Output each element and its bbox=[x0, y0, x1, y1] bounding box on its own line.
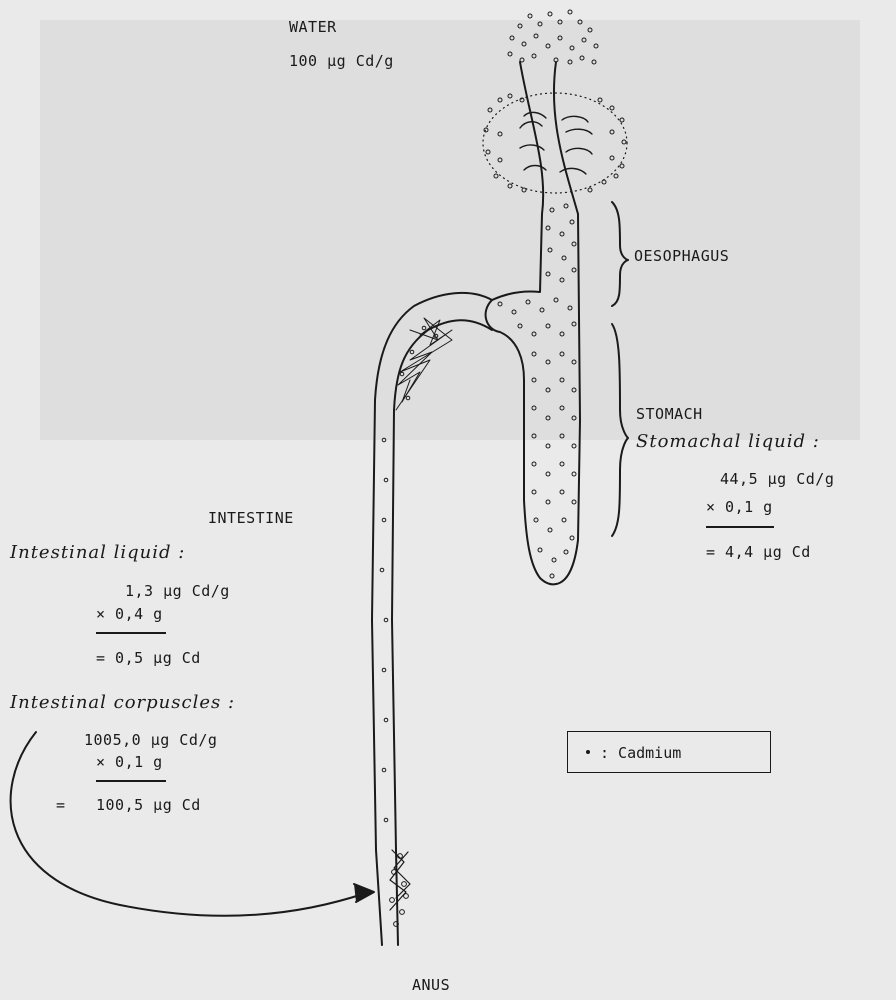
cadmium-dot-icon bbox=[586, 750, 590, 754]
corpuscles-arrow bbox=[11, 732, 366, 916]
intestine-label: INTESTINE bbox=[208, 511, 294, 526]
intestinal-corpuscles-equals: = bbox=[56, 798, 66, 813]
intestine-right-wall bbox=[392, 320, 492, 945]
intestinal-corpuscles-mass: × 0,1 g bbox=[96, 755, 163, 770]
intestinal-corpuscles-heading: Intestinal corpuscles : bbox=[10, 694, 235, 712]
intestine-left-wall bbox=[372, 293, 492, 945]
stomach-outline bbox=[486, 300, 556, 584]
stomachal-liquid-heading: Stomachal liquid : bbox=[636, 433, 820, 451]
stomachal-liquid-mass: × 0,1 g bbox=[706, 500, 773, 515]
intestinal-corpuscles-rule bbox=[96, 780, 166, 782]
intestinal-corpuscles-concentration: 1005,0 µg Cd/g bbox=[84, 733, 217, 748]
stomachal-liquid-result: = 4,4 µg Cd bbox=[706, 545, 811, 560]
stomach-label: STOMACH bbox=[636, 407, 703, 422]
stomach-brace bbox=[612, 324, 628, 536]
oesophagus-brace bbox=[612, 202, 628, 306]
intestinal-corpuscles-result: 100,5 µg Cd bbox=[96, 798, 201, 813]
anus-label: ANUS bbox=[412, 978, 450, 993]
intestinal-liquid-rule bbox=[96, 632, 166, 634]
legend-box: : Cadmium bbox=[567, 731, 771, 773]
intestinal-liquid-result: = 0,5 µg Cd bbox=[96, 651, 201, 666]
intestinal-liquid-heading: Intestinal liquid : bbox=[10, 544, 185, 562]
water-concentration: 100 µg Cd/g bbox=[289, 54, 394, 69]
legend-label: : Cadmium bbox=[600, 744, 681, 762]
intestinal-liquid-concentration: 1,3 µg Cd/g bbox=[125, 584, 230, 599]
stomachal-liquid-concentration: 44,5 µg Cd/g bbox=[720, 472, 834, 487]
intestinal-liquid-mass: × 0,4 g bbox=[96, 607, 163, 622]
corpuscles-arrowhead bbox=[354, 884, 374, 902]
water-title: WATER bbox=[289, 20, 337, 35]
cadmium-dots bbox=[380, 10, 626, 926]
stomachal-liquid-rule bbox=[706, 526, 774, 528]
oesophagus-label: OESOPHAGUS bbox=[634, 249, 729, 264]
